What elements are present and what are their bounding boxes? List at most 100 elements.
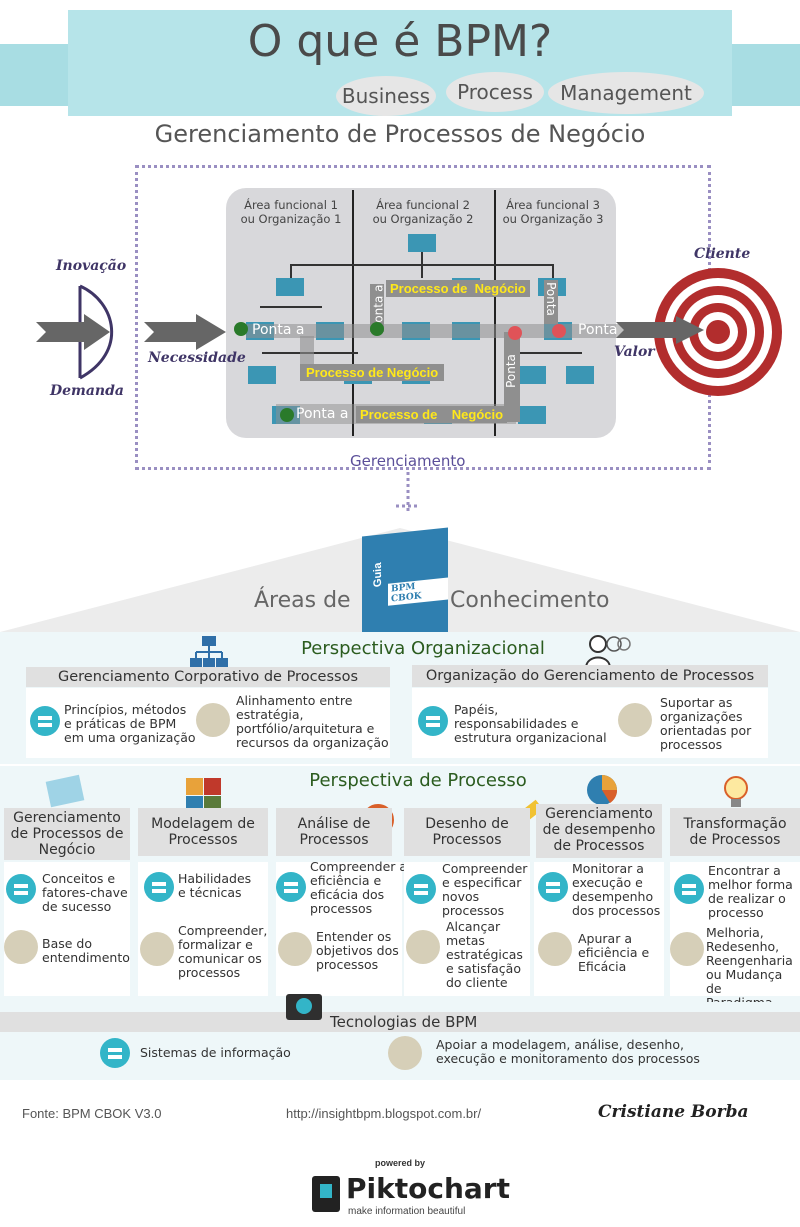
text-line: recursos da organização [236, 735, 389, 750]
area-2-line1: Área funcional 2 [376, 198, 470, 212]
text-line: dos processos [572, 903, 661, 918]
mid-dot [370, 322, 384, 336]
area-label-3: Área funcional 3 ou Organização 3 [488, 198, 618, 226]
col6-item-b: Melhoria, Redesenho, Reengenharia ou Mud… [706, 926, 800, 1010]
target-small-icon [670, 932, 704, 966]
bubble-business: Business [336, 76, 436, 116]
text-line: Análise de [297, 816, 371, 832]
org-item-2: Suportar as organizações orientadas por … [660, 696, 751, 752]
org-line [520, 352, 582, 354]
text-line: processos [442, 903, 505, 918]
area-label-2: Área funcional 2 ou Organização 2 [358, 198, 488, 226]
pie-chart-icon [587, 775, 618, 805]
text-line: Apurar a [578, 931, 632, 946]
text-line: eficiência e [578, 945, 650, 960]
process-label-part: Processo de [390, 281, 468, 296]
tech-title: Tecnologias de BPM [330, 1013, 478, 1031]
equals-icon [674, 874, 704, 904]
text-line: de realizar o [708, 891, 786, 906]
text-line: ou Mudança de [706, 967, 783, 996]
text-line: Compreender a [310, 859, 408, 874]
area-2-line2: ou Organização 2 [372, 212, 474, 226]
text-line: execução e monitoramento dos processos [436, 1051, 700, 1066]
equals-icon [418, 706, 448, 736]
process-label-middle: Processo de Negócio [300, 364, 445, 381]
equals-icon [100, 1038, 130, 1068]
process-path-bar [246, 324, 636, 338]
text-line: Desenho de [425, 816, 509, 832]
corp-item-2: Alinhamento entre estratégia, portfólio/… [236, 694, 389, 750]
blog-url[interactable]: http://insightbpm.blogspot.com.br/ [286, 1106, 482, 1121]
cliente-label: Cliente [694, 246, 751, 262]
target-small-icon [196, 703, 230, 737]
org-box [566, 366, 594, 384]
col3-item-a: Compreender a eficiência e eficácia dos … [310, 860, 407, 916]
source-text: Fonte: BPM CBOK V3.0 [22, 1106, 162, 1121]
area-3-line2: ou Organização 3 [502, 212, 604, 226]
text-line: de desempenho [542, 822, 656, 838]
col2-item-a: Habilidades e técnicas [178, 872, 251, 900]
text-line: e práticas de BPM [64, 716, 177, 731]
text-line: e técnicas [178, 885, 242, 900]
ponta-vertical-3: Ponta [543, 282, 558, 316]
col-head-transformacao: Transformação de Processos [670, 808, 800, 856]
col2-item-b: Compreender, formalizar e comunicar os p… [178, 924, 267, 980]
piktochart-brand[interactable]: Piktochart [346, 1172, 510, 1205]
end-dot-1 [508, 326, 522, 340]
org-box [518, 366, 546, 384]
text-line: orientadas por [660, 723, 752, 738]
text-line: Processos [432, 832, 502, 848]
signature: Cristiane Borba [598, 1102, 749, 1122]
col1-item-a: Conceitos e fatores-chave de sucesso [42, 872, 128, 914]
piktochart-logo-icon [312, 1176, 340, 1212]
org-line [421, 264, 423, 278]
area-label-1: Área funcional 1 ou Organização 1 [226, 198, 356, 226]
text-line: Habilidades [178, 871, 252, 886]
ponta-label-2: Ponta [578, 322, 618, 338]
divider-2 [494, 190, 496, 436]
lightbulb-icon [724, 776, 748, 807]
text-line: de sucesso [42, 899, 112, 914]
text-line: eficiência e [310, 873, 382, 888]
text-line: Entender os [316, 929, 392, 944]
text-line: metas [446, 933, 485, 948]
text-line: de Processos [689, 832, 781, 848]
text-line: Transformação [683, 816, 787, 832]
col5-item-b: Apurar a eficiência e Eficácia [578, 932, 649, 974]
target-small-icon [538, 932, 572, 966]
gerenciamento-label: Gerenciamento [350, 452, 466, 470]
dotted-connector [396, 472, 420, 512]
text-line: Apoiar a modelagem, análise, desenho, [436, 1037, 684, 1052]
powered-by: powered by [374, 1158, 425, 1168]
text-line: Alinhamento entre [236, 693, 353, 708]
org-perspective-title: Perspectiva Organizacional [301, 638, 545, 659]
text-line: Suportar as [660, 695, 733, 710]
start-dot-2 [280, 408, 294, 422]
text-line: responsabilidades e [454, 716, 579, 731]
target-small-icon [388, 1036, 422, 1070]
text-line: execução e [572, 875, 643, 890]
areas-right-text: Conhecimento [450, 588, 610, 613]
org-box-root [408, 234, 436, 252]
text-line: eficácia dos [310, 887, 385, 902]
equals-icon [538, 872, 568, 902]
necessidade-label: Necessidade [148, 350, 246, 366]
text-line: processos [660, 737, 723, 752]
text-line: Gerenciamento [13, 810, 121, 826]
start-dot [234, 322, 248, 336]
corp-item-1: Princípios, métodos e práticas de BPM em… [64, 703, 196, 745]
text-line: processos [178, 965, 241, 980]
text-line: Encontrar a [708, 863, 781, 878]
text-line: de Processos [553, 838, 645, 854]
text-line: Negócio [38, 842, 96, 858]
text-line: melhor forma [708, 877, 793, 892]
org-box [248, 366, 276, 384]
text-line: novos [442, 889, 480, 904]
text-line: desempenho [572, 889, 654, 904]
text-line: processos [310, 901, 373, 916]
book-title: Guia [372, 561, 385, 588]
text-line: estratégicas [446, 947, 523, 962]
corp-management-head: Gerenciamento Corporativo de Processos [26, 667, 390, 687]
process-label-part: Negócio [474, 281, 526, 296]
process-label-top: Processo de Negócio [386, 280, 530, 297]
